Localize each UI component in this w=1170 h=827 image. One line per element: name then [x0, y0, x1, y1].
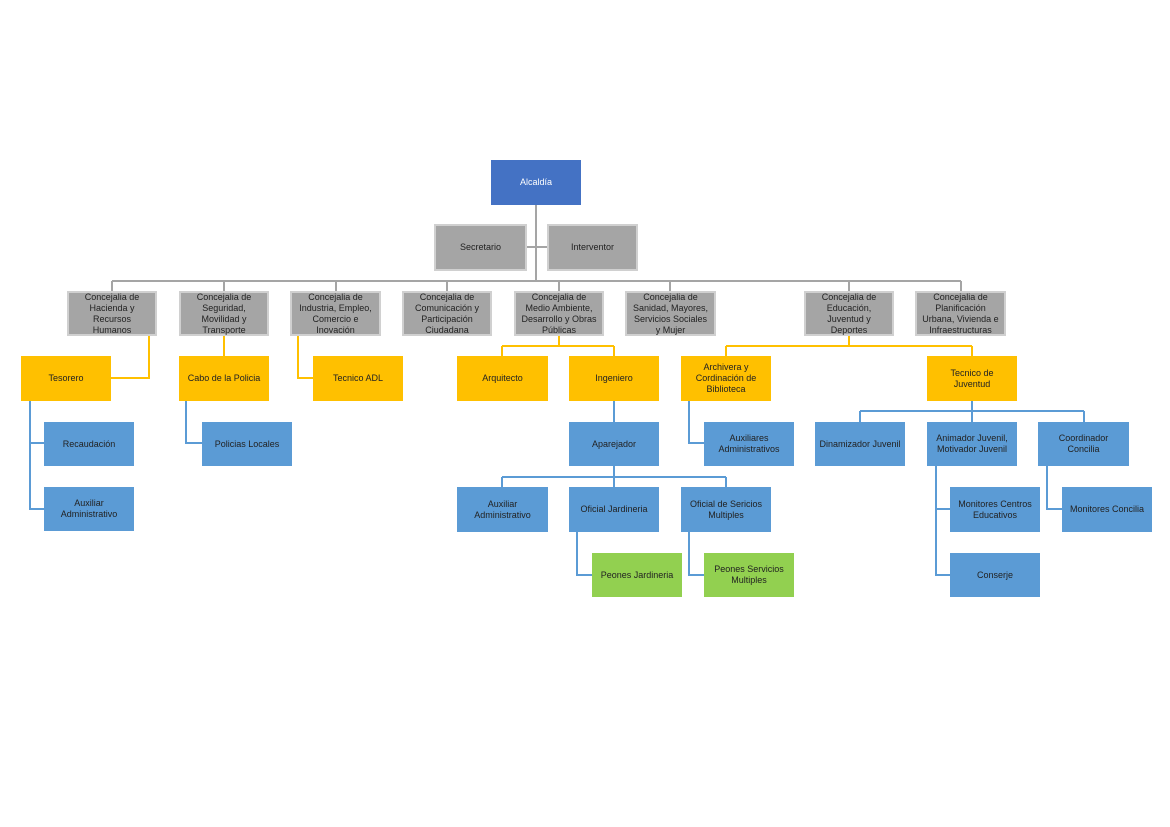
- node-label: Concejalia de Medio Ambiente, Desarrollo…: [521, 291, 597, 335]
- node-monitores-centros: Monitores Centros Educativos: [950, 487, 1040, 532]
- node-label: Concejalia de Sanidad, Mayores, Servicio…: [632, 291, 709, 335]
- node-oficial-servicios: Oficial de Sericios Multiples: [681, 487, 771, 532]
- node-aux-admin-2: Auxiliar Administrativo: [457, 487, 548, 532]
- node-label: Oficial Jardineria: [580, 504, 648, 514]
- connector-animador-staff: [935, 466, 950, 576]
- node-label: Policias Locales: [214, 438, 280, 449]
- node-label: Concejalia de Comunicación y Participaci…: [414, 291, 480, 335]
- node-label: Secretario: [459, 242, 502, 252]
- node-label: Auxiliares Administrativos: [718, 433, 780, 454]
- node-tecnico-adl: Tecnico ADL: [313, 356, 403, 401]
- connector-tecnico-adl: [297, 336, 313, 379]
- connector-educacion-bus: [725, 336, 973, 356]
- node-label: Oficial de Sericios Multiples: [689, 498, 763, 520]
- node-arquitecto: Arquitecto: [457, 356, 548, 401]
- node-c-industria: Concejalia de Industria, Empleo, Comerci…: [290, 291, 381, 336]
- node-recaudacion: Recaudación: [44, 422, 134, 466]
- node-label: Coordinador Concilia: [1058, 433, 1109, 454]
- node-peones-jardineria: Peones Jardineria: [592, 553, 682, 597]
- node-aparejador: Aparejador: [569, 422, 659, 466]
- node-label: Animador Juvenil, Motivador Juvenil: [936, 433, 1008, 454]
- node-label: Concejalia de Educación, Juventud y Depo…: [821, 291, 877, 335]
- node-label: Auxiliar Administrativo: [60, 498, 118, 519]
- node-cabo: Cabo de la Policia: [179, 356, 269, 401]
- node-label: Arquitecto: [482, 373, 523, 383]
- node-interventor: Interventor: [547, 224, 638, 271]
- node-ingeniero: Ingeniero: [569, 356, 659, 401]
- node-label: Concejalia de Seguridad, Movilidad y Tra…: [196, 291, 252, 335]
- node-c-sanidad: Concejalia de Sanidad, Mayores, Servicio…: [625, 291, 716, 336]
- node-alcaldia: Alcaldía: [491, 160, 581, 205]
- connector-tesorero-staff: [29, 401, 44, 510]
- node-label: Recaudación: [62, 438, 116, 449]
- node-c-medio: Concejalia de Medio Ambiente, Desarrollo…: [514, 291, 604, 336]
- node-c-comunicacion: Concejalia de Comunicación y Participaci…: [402, 291, 492, 336]
- node-tesorero: Tesorero: [21, 356, 111, 401]
- node-label: Ingeniero: [595, 373, 633, 383]
- connector-policias: [185, 401, 202, 444]
- node-label: Concejalia de Planificación Urbana, Vivi…: [922, 291, 999, 335]
- node-label: Archivera y Cordinación de Biblioteca: [695, 362, 757, 394]
- node-label: Peones Jardineria: [600, 569, 674, 580]
- node-aux-admin-1: Auxiliar Administrativo: [44, 487, 134, 531]
- node-peones-servicios: Peones Servicios Multiples: [704, 553, 794, 597]
- node-label: Tecnico de Juventud: [950, 367, 994, 389]
- connector-monitores-concilia: [1046, 466, 1062, 510]
- node-label: Interventor: [570, 242, 615, 252]
- node-label: Tesorero: [48, 373, 84, 383]
- node-policias: Policias Locales: [202, 422, 292, 466]
- node-label: Concejalia de Hacienda y Recursos Humano…: [84, 291, 140, 335]
- node-coordinador: Coordinador Concilia: [1038, 422, 1129, 466]
- connector-tesorero: [111, 336, 150, 379]
- node-c-seguridad: Concejalia de Seguridad, Movilidad y Tra…: [179, 291, 269, 336]
- node-label: Conserje: [976, 569, 1014, 580]
- node-oficial-jardineria: Oficial Jardineria: [569, 487, 659, 532]
- node-label: Monitores Concilia: [1069, 504, 1145, 514]
- connector-aparejador-bus: [501, 466, 727, 487]
- node-label: Auxiliar Administrativo: [474, 498, 531, 520]
- connector-peones-servicios: [688, 532, 704, 576]
- connector-aux-administrativos: [688, 401, 704, 444]
- node-c-hacienda: Concejalia de Hacienda y Recursos Humano…: [67, 291, 157, 336]
- node-dinamizador: Dinamizador Juvenil: [815, 422, 905, 466]
- node-tecnico-juventud: Tecnico de Juventud: [927, 356, 1017, 401]
- node-label: Alcaldía: [519, 177, 553, 187]
- node-secretario: Secretario: [434, 224, 527, 271]
- node-c-planificacion: Concejalia de Planificación Urbana, Vivi…: [915, 291, 1006, 336]
- connector-medio-bus: [501, 336, 615, 356]
- node-c-educacion: Concejalia de Educación, Juventud y Depo…: [804, 291, 894, 336]
- node-monitores-concilia: Monitores Concilia: [1062, 487, 1152, 532]
- node-label: Concejalia de Industria, Empleo, Comerci…: [299, 291, 372, 335]
- connector-peones-jardineria: [576, 532, 592, 576]
- node-aux-administrativos: Auxiliares Administrativos: [704, 422, 794, 466]
- node-label: Tecnico ADL: [332, 373, 384, 383]
- node-label: Cabo de la Policia: [187, 373, 261, 383]
- node-conserje: Conserje: [950, 553, 1040, 597]
- node-label: Monitores Centros Educativos: [958, 498, 1032, 520]
- node-label: Peones Servicios Multiples: [714, 564, 784, 585]
- connector-juventud-bus: [859, 401, 1085, 422]
- node-label: Aparejador: [591, 438, 637, 449]
- node-label: Dinamizador Juvenil: [819, 438, 901, 449]
- node-archivera: Archivera y Cordinación de Biblioteca: [681, 356, 771, 401]
- node-animador: Animador Juvenil, Motivador Juvenil: [927, 422, 1017, 466]
